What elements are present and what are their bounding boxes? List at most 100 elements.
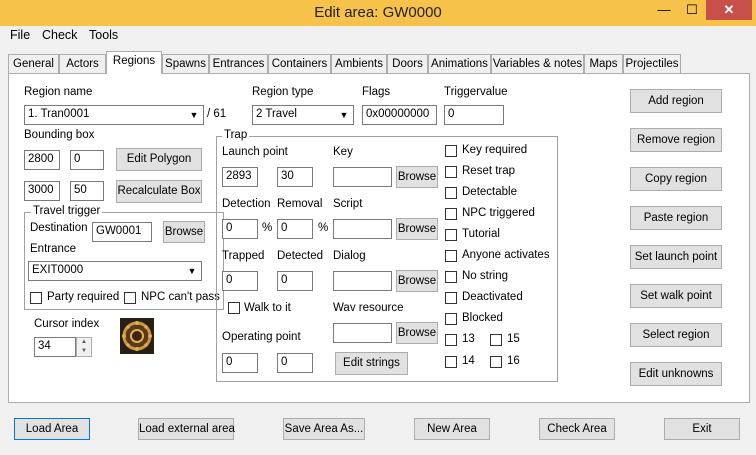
entrance-select[interactable]: EXIT0000 ▼ — [28, 261, 202, 281]
blocked-checkbox[interactable] — [445, 313, 457, 325]
remove-region-button[interactable]: Remove region — [630, 128, 722, 152]
no-string-checkbox[interactable] — [445, 271, 457, 283]
cursor-index-stepper[interactable]: ▲ ▼ — [76, 337, 92, 357]
tab-maps[interactable]: Maps — [584, 54, 623, 74]
anyone-activates-checkbox[interactable] — [445, 250, 457, 262]
removal-percent: % — [318, 222, 329, 234]
copy-region-button[interactable]: Copy region — [630, 167, 722, 191]
arrow-up-icon[interactable]: ▲ — [81, 339, 87, 345]
recalculate-box-button[interactable]: Recalculate Box — [116, 180, 202, 203]
walk-to-it-label: Walk to it — [244, 302, 291, 314]
tutorial-checkbox[interactable] — [445, 229, 457, 241]
wav-resource-input[interactable] — [333, 323, 392, 343]
script-label: Script — [333, 198, 363, 210]
npc-triggered-checkbox[interactable] — [445, 208, 457, 220]
tab-animations[interactable]: Animations — [428, 54, 491, 74]
flag-15-checkbox[interactable] — [490, 334, 502, 346]
bbox-y2-input[interactable]: 50 — [70, 181, 104, 201]
detected-input[interactable]: 0 — [277, 271, 313, 291]
set-walk-point-button[interactable]: Set walk point — [630, 284, 722, 308]
exit-button[interactable]: Exit — [664, 418, 740, 440]
tab-projectiles[interactable]: Projectiles — [623, 54, 681, 74]
deactivated-label: Deactivated — [462, 291, 523, 303]
tab-spawns[interactable]: Spawns — [162, 54, 209, 74]
region-type-select[interactable]: 2 Travel ▼ — [252, 105, 354, 125]
detectable-label: Detectable — [462, 186, 517, 198]
travel-trigger-label: Travel trigger — [31, 205, 103, 217]
entrance-value: EXIT0000 — [32, 264, 84, 276]
op-y-input[interactable]: 0 — [277, 353, 313, 373]
triggervalue-label: Triggervalue — [444, 86, 508, 98]
set-launch-point-button[interactable]: Set launch point — [630, 245, 722, 269]
trapped-label: Trapped — [222, 250, 265, 262]
npc-cant-pass-checkbox[interactable] — [124, 292, 136, 304]
bbox-x1-input[interactable]: 2800 — [24, 150, 60, 170]
minimize-icon[interactable]: — — [657, 2, 671, 17]
key-input[interactable] — [333, 167, 392, 187]
party-required-checkbox[interactable] — [30, 292, 42, 304]
tab-doors[interactable]: Doors — [387, 54, 428, 74]
flag-14-label: 14 — [462, 355, 475, 367]
tab-entrances[interactable]: Entrances — [209, 54, 268, 74]
script-input[interactable] — [333, 219, 392, 239]
bbox-y1-input[interactable]: 0 — [70, 150, 104, 170]
tab-variables-notes[interactable]: Variables & notes — [491, 54, 584, 74]
close-icon[interactable]: ✕ — [706, 0, 752, 20]
script-browse-button[interactable]: Browse — [396, 218, 438, 240]
destination-input[interactable]: GW0001 — [92, 222, 152, 242]
trapped-input[interactable]: 0 — [222, 271, 258, 291]
menu-file[interactable]: File — [10, 28, 31, 42]
reset-trap-checkbox[interactable] — [445, 166, 457, 178]
walk-to-it-checkbox[interactable] — [228, 302, 240, 314]
detection-percent: % — [262, 222, 273, 234]
flag-13-label: 13 — [462, 333, 475, 345]
edit-polygon-button[interactable]: Edit Polygon — [116, 148, 202, 171]
removal-input[interactable]: 0 — [277, 219, 313, 239]
flags-input[interactable]: 0x00000000 — [362, 105, 437, 125]
op-x-input[interactable]: 0 — [222, 353, 258, 373]
tab-actors[interactable]: Actors — [59, 54, 106, 74]
tab-containers[interactable]: Containers — [268, 54, 331, 74]
flag-14-checkbox[interactable] — [445, 356, 457, 368]
dialog-browse-button[interactable]: Browse — [396, 270, 438, 292]
menu-check[interactable]: Check — [42, 28, 78, 42]
tab-general[interactable]: General — [8, 54, 59, 74]
check-area-button[interactable]: Check Area — [539, 418, 615, 440]
key-browse-button[interactable]: Browse — [396, 166, 438, 188]
load-external-area-button[interactable]: Load external area — [138, 418, 235, 440]
cursor-preview-icon — [120, 318, 154, 354]
dialog-input[interactable] — [333, 271, 392, 291]
tab-regions[interactable]: Regions — [106, 51, 162, 74]
new-area-button[interactable]: New Area — [414, 418, 490, 440]
select-region-button[interactable]: Select region — [630, 323, 722, 347]
edit-strings-button[interactable]: Edit strings — [335, 352, 408, 375]
add-region-button[interactable]: Add region — [630, 89, 722, 113]
deactivated-checkbox[interactable] — [445, 292, 457, 304]
launch-point-label: Launch point — [222, 146, 288, 158]
save-area-as-button[interactable]: Save Area As... — [283, 418, 365, 440]
region-name-select[interactable]: 1. Tran0001 ▼ — [24, 105, 204, 125]
menu-tools[interactable]: Tools — [89, 28, 119, 42]
wav-browse-button[interactable]: Browse — [396, 322, 438, 344]
triggervalue-input[interactable]: 0 — [444, 105, 504, 125]
edit-unknowns-button[interactable]: Edit unknowns — [630, 362, 722, 386]
detectable-checkbox[interactable] — [445, 187, 457, 199]
flag-16-checkbox[interactable] — [490, 356, 502, 368]
flag-13-checkbox[interactable] — [445, 334, 457, 346]
removal-label: Removal — [277, 198, 323, 210]
key-required-checkbox[interactable] — [445, 145, 457, 157]
npc-cant-pass-label: NPC can't pass — [141, 291, 220, 303]
launch-x-input[interactable]: 2893 — [222, 167, 258, 187]
load-area-button[interactable]: Load Area — [14, 418, 90, 440]
tab-ambients[interactable]: Ambients — [331, 54, 387, 74]
bbox-x2-input[interactable]: 3000 — [24, 181, 60, 201]
paste-region-button[interactable]: Paste region — [630, 206, 722, 230]
maximize-icon[interactable]: ☐ — [686, 2, 698, 17]
arrow-down-icon[interactable]: ▼ — [81, 348, 87, 354]
cursor-index-input[interactable]: 34 — [34, 337, 76, 357]
destination-browse-button[interactable]: Browse — [163, 221, 205, 243]
region-type-value: 2 Travel — [256, 108, 297, 120]
detection-input[interactable]: 0 — [222, 219, 258, 239]
launch-y-input[interactable]: 30 — [277, 167, 313, 187]
dialog-label: Dialog — [333, 250, 366, 262]
